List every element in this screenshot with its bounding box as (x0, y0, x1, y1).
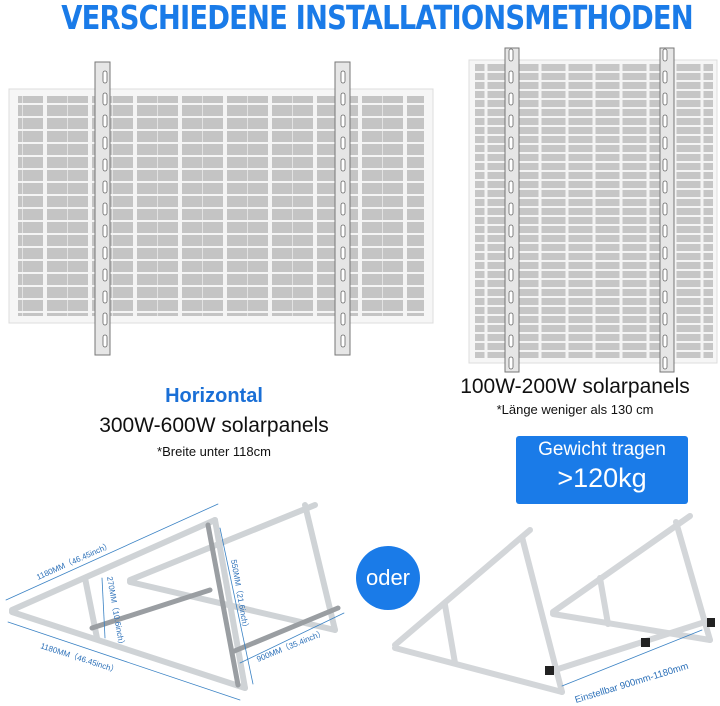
weight-label: Gewicht tragen (538, 439, 666, 460)
adjust-knob (545, 666, 554, 675)
mounting-rail (504, 47, 520, 373)
vertical-wattage: 100W-200W solarpanels (460, 375, 690, 398)
dim-short-leg: 270MM（10.6inch） (105, 576, 127, 649)
weight-value: >120kg (557, 463, 647, 493)
weight-badge: Gewicht tragen >120kg (516, 436, 688, 504)
horizontal-solar-panel (8, 61, 434, 356)
adjustable-bracket-drawing: Einstellbar 900mm-1180mm (392, 513, 715, 706)
mounting-rail (334, 61, 351, 356)
page-title: VERSCHIEDENE INSTALLATIONSMETHODEN (61, 0, 693, 37)
horizontal-note: *Breite unter 118cm (157, 444, 271, 459)
adjust-knob (641, 638, 650, 647)
adjust-knob (707, 618, 715, 627)
adjustable-range: Einstellbar 900mm-1180mm (574, 661, 690, 706)
horizontal-label: Horizontal (165, 385, 263, 407)
bracket-dimension-drawing: 1180MM（46.45inch） 1180MM（46.45inch） 270M… (5, 502, 345, 701)
vertical-note: *Länge weniger als 130 cm (496, 402, 654, 417)
dim-width: 900MM（35.4inch） (255, 628, 326, 664)
dim-top-length: 1180MM（46.45inch） (35, 541, 113, 582)
vertical-solar-panel (468, 47, 718, 373)
mounting-rail (94, 61, 111, 356)
horizontal-wattage: 300W-600W solarpanels (99, 414, 329, 437)
oder-badge: oder (356, 546, 420, 610)
mounting-rail (659, 47, 675, 373)
